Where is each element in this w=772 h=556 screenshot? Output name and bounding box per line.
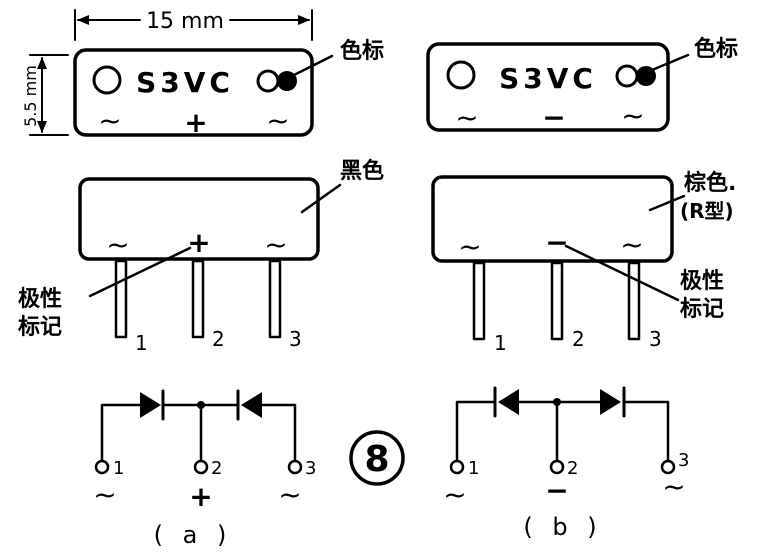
a-color-mark-label: 色标 [340,38,384,64]
figure-number: 8 [349,430,405,486]
a-color-dot-outline [256,69,280,93]
a-caption: ( a ) [154,521,233,549]
b-diode-2 [600,389,621,415]
a-top-symbol-2: + [184,106,207,139]
a-body-color-label: 黑色 [340,158,384,184]
a-top-symbol-1: ~ [98,104,121,137]
b-body-color-label-line-1: 棕色. [684,170,736,196]
b-pin-1 [472,261,486,341]
b-color-mark-label: 色标 [694,36,738,62]
b-circuit: 1 2 3 ~ − ~ ( b ) [443,386,689,541]
a-terminal-1 [94,459,110,475]
a-circuit-symbol-3: ~ [278,478,301,511]
a-terminal-2-label: 2 [211,458,222,479]
b-terminal-3 [660,459,676,475]
a-polarity-leader [88,246,192,298]
b-pin-2 [550,261,564,341]
a-pin-2 [191,259,205,339]
a-polarity-label-line-1: 极性 [18,287,62,312]
b-side-symbol-1: ~ [458,230,481,263]
b-terminal-3-label: 3 [678,450,689,471]
b-top-symbol-3: ~ [621,99,644,132]
width-dimension: 15 mm [74,9,313,41]
a-circuit-symbol-1: ~ [93,478,116,511]
b-terminal-2 [549,459,565,475]
b-circuit-symbol-1: ~ [443,478,466,511]
b-diode-1 [498,389,519,415]
a-junction-dot [197,401,205,409]
b-top-view: S3VC ~ − ~ 色标 [426,36,738,134]
a-top-view: S3VC ~ + ~ 色标 [73,38,384,139]
a-color-mark-leader [290,54,334,78]
figure-number-label: 8 [364,439,389,480]
a-side-view: ~ + ~ 1 2 3 黑色 极性 标记 [18,158,384,355]
b-body-color-label-line-2: (R型) [680,199,734,223]
a-pin-3-label: 3 [289,327,302,351]
b-top-symbol-2: − [542,101,565,134]
b-mounting-hole [446,60,476,90]
a-body-color-leader [300,183,342,214]
a-pin-1-label: 1 [135,331,148,355]
b-terminal-2-label: 2 [567,458,578,479]
b-color-mark-leader [650,53,690,72]
a-mounting-hole [92,65,122,95]
b-side-symbol-2: − [545,226,568,259]
a-terminal-2 [193,459,209,475]
b-top-body [426,42,670,132]
a-polarity-label-line-2: 标记 [18,314,62,340]
b-circuit-symbol-2: − [545,474,568,507]
b-pin-1-label: 1 [494,331,507,355]
b-color-dot-filled [636,66,656,86]
a-model-label: S3VC [136,66,234,99]
a-pin-2-label: 2 [212,327,225,351]
width-dimension-label: 15 mm [146,9,224,34]
b-terminal-1-label: 1 [468,458,479,479]
b-polarity-label-line-1: 极性 [680,269,724,294]
b-side-symbol-3: ~ [620,228,643,261]
b-pin-3 [627,261,641,341]
b-polarity-leader [564,244,680,302]
a-pin-3 [268,259,282,339]
a-top-symbol-3: ~ [266,104,289,137]
a-side-symbol-1: ~ [106,228,129,261]
a-circuit: 1 2 3 ~ + ~ ( a ) [93,389,316,549]
height-dimension-label: 5.5 mm [21,65,40,127]
b-body-color-leader [648,194,686,212]
b-terminal-1 [449,459,465,475]
b-model-label: S3VC [499,62,597,95]
a-terminal-1-label: 1 [113,458,124,479]
b-junction-dot [553,398,561,406]
a-side-symbol-2: + [187,226,210,259]
a-terminal-3-label: 3 [305,458,316,479]
a-diode-1 [140,392,161,418]
a-terminal-3 [287,459,303,475]
a-diode-2 [241,392,262,418]
a-side-body [78,177,320,261]
b-pin-3-label: 3 [649,327,662,351]
b-side-body [431,175,674,263]
a-side-symbol-3: ~ [264,228,287,261]
b-top-symbol-1: ~ [455,101,478,134]
b-caption: ( b ) [523,513,602,541]
a-top-body [73,48,314,137]
height-dimension: 5.5 mm [21,54,69,136]
b-pin-2-label: 2 [572,327,585,351]
a-circuit-symbol-2: + [189,480,212,513]
b-polarity-label-line-2: 标记 [680,296,724,322]
b-color-dot-outline [615,64,639,88]
b-circuit-symbol-3: ~ [662,470,685,503]
b-side-view: ~ − ~ 1 2 3 棕色. (R型) 极性 标记 [431,170,736,355]
a-pin-1 [114,259,128,339]
